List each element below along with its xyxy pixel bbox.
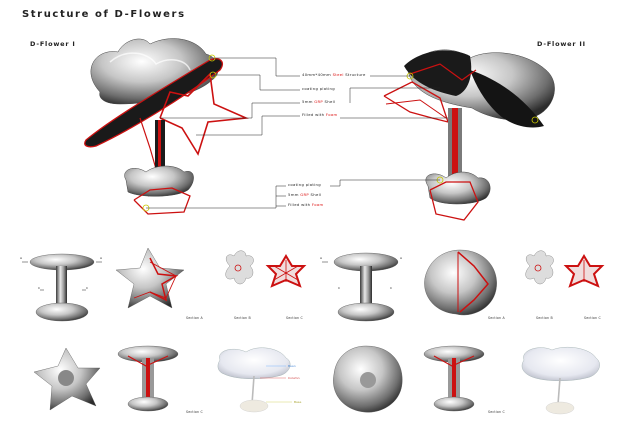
callout-coating-plating: coating plating: [302, 86, 335, 91]
mini-label-column: Column: [288, 376, 300, 380]
section-row-1-right: [322, 249, 605, 322]
section-row-2-right: [333, 345, 600, 415]
section-b-label-right: Section B: [536, 316, 553, 320]
section-row-1-left: [22, 247, 307, 322]
section-a-label-left: Section A: [186, 316, 203, 320]
section-c-label-right: Section C: [584, 316, 601, 320]
section-c-label-left: Section C: [286, 316, 303, 320]
section-c-label-left-2: Section C: [186, 410, 203, 414]
section-marker: C: [38, 286, 41, 290]
section-marker: A: [20, 256, 23, 260]
callout-foam-fill: Filled with Foam: [302, 112, 338, 117]
flower-2-label: D-Flower II: [537, 40, 586, 48]
flower-1-illustration: [84, 38, 250, 215]
leader-lines-top: [160, 57, 448, 136]
section-marker: A: [320, 256, 323, 260]
flower-2-illustration: [383, 49, 555, 221]
mini-label-base: Base: [294, 400, 302, 404]
page-title: Structure of D-Flowers: [22, 9, 186, 20]
section-marker: A: [400, 256, 403, 260]
callout-grp-shell: 5mm GRP Shell: [302, 99, 336, 104]
callout-steel-structure: 40mm*40mm Steel Structure: [302, 72, 366, 77]
section-marker: C: [390, 286, 393, 290]
section-marker: C: [338, 286, 341, 290]
section-a-label-right: Section A: [488, 316, 505, 320]
flower-1-label: D-Flower I: [30, 40, 76, 48]
callout-grp-shell-base: 5mm GRP Shell: [288, 192, 322, 197]
section-marker: C: [86, 286, 89, 290]
section-b-label-left: Section B: [234, 316, 251, 320]
leader-lines-bottom: [146, 179, 440, 209]
callout-foam-fill-base: Filled with Foam: [288, 202, 324, 207]
section-marker: A: [100, 256, 103, 260]
mini-label-bean: Bean: [288, 364, 296, 368]
section-c-label-right-2: Section C: [488, 410, 505, 414]
callout-coating-plating-base: coating plating: [288, 182, 321, 187]
section-row-2-left: [33, 345, 292, 413]
